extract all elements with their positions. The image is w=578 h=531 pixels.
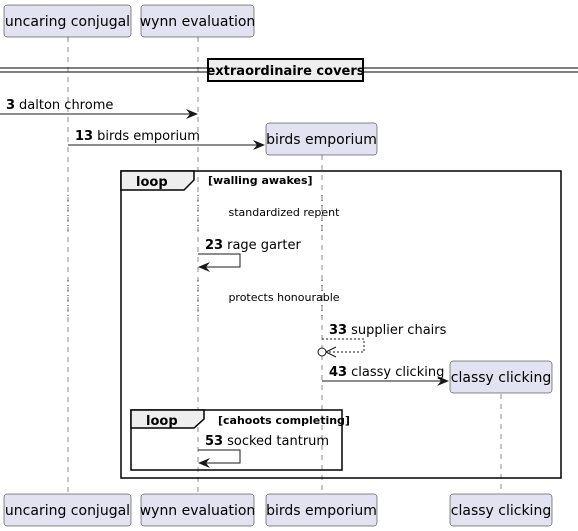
svg-text:uncaring conjugal: uncaring conjugal [5,14,130,30]
participant-bottom-wynn-evaluation: wynn evaluation [140,493,256,527]
message-23: 23 rage garter [198,238,301,272]
message-text: dalton chrome [19,98,113,113]
svg-text:[walling awakes]: [walling awakes] [208,174,313,187]
message-number: 3 [6,98,15,113]
message-number: 23 [205,238,223,253]
participant-bottom-uncaring-conjugal: uncaring conjugal [3,493,132,527]
delay-2: protects honourable [67,280,340,320]
message-number: 43 [329,365,347,380]
svg-text:protects honourable: protects honourable [228,291,339,304]
svg-text:wynn evaluation: wynn evaluation [140,503,256,519]
message-text: birds emporium [97,129,200,144]
message-3: 3 dalton chrome [0,98,198,119]
svg-text:loop: loop [146,414,178,429]
svg-text:loop: loop [136,175,168,190]
participant-bottom-classy-clicking: classy clicking [449,493,553,527]
delay-1: standardized repent [67,195,341,235]
message-text: supplier chairs [351,323,447,338]
message-13: 13 birds emporium [68,129,265,150]
svg-text:standardized repent: standardized repent [229,206,341,219]
participant-bottom-birds-emporium: birds emporium [265,493,378,527]
message-53: 53 socked tantrum [198,434,329,468]
message-number: 33 [329,323,347,338]
svg-text:wynn evaluation: wynn evaluation [140,14,256,30]
svg-text:uncaring conjugal: uncaring conjugal [5,503,130,519]
svg-text:extraordinaire covers: extraordinaire covers [206,64,364,79]
svg-text:classy clicking: classy clicking [451,503,551,519]
message-text: socked tantrum [227,434,329,449]
svg-text:[cahoots completing]: [cahoots completing] [218,414,350,427]
participant-top-uncaring-conjugal: uncaring conjugal [3,4,132,38]
message-43: 43 classy clicking [322,365,449,386]
message-33: 33 supplier chairs [317,323,447,358]
loop-frame-outer: loop [walling awakes] [120,170,562,479]
message-number: 13 [75,129,93,144]
svg-text:birds emporium: birds emporium [266,503,377,519]
message-number: 53 [205,434,223,449]
participant-created-classy-clicking: classy clicking [449,360,553,394]
loop-frame-inner: loop [cahoots completing] [130,409,350,471]
participant-created-birds-emporium: birds emporium [265,122,378,156]
message-text: classy clicking [351,365,444,380]
divider: extraordinaire covers [0,58,578,82]
participant-top-wynn-evaluation: wynn evaluation [140,4,256,38]
svg-text:classy clicking: classy clicking [451,370,551,386]
message-text: rage garter [227,238,301,253]
svg-text:birds emporium: birds emporium [266,132,377,148]
